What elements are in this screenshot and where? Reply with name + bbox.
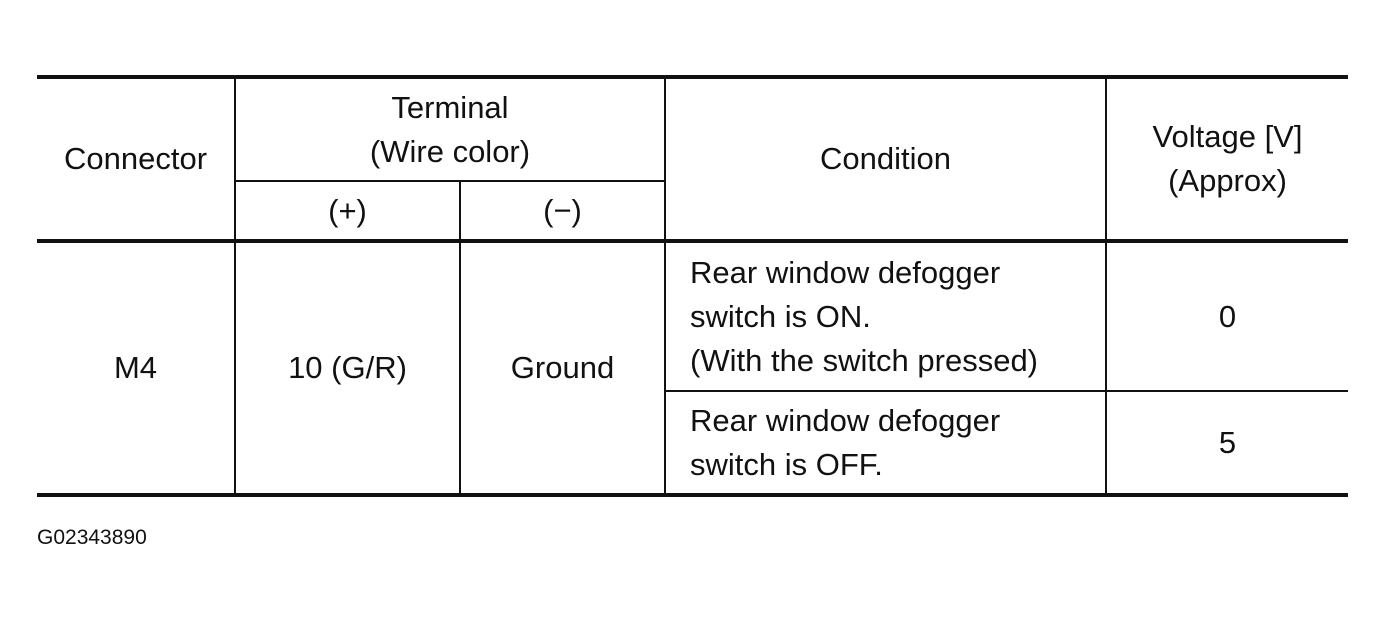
header-voltage-sublabel: (Approx) (1168, 163, 1287, 198)
table-row: M4 10 (G/R) Ground Rear window defogger … (37, 240, 1349, 497)
cell-voltage-off: 5 (1105, 390, 1349, 497)
figure-id: G02343890 (37, 526, 147, 549)
cell-condition-on: Rear window defogger switch is ON. (With… (664, 240, 1108, 392)
header-terminal-plus: (+) (235, 180, 461, 243)
cell-minus-terminal: Ground (458, 240, 667, 497)
condition-line: switch is ON. (690, 298, 871, 334)
connector-voltage-table: Connector Terminal (Wire color) Conditio… (37, 75, 1349, 497)
cell-condition-off: Rear window defogger switch is OFF. (665, 390, 1108, 497)
condition-line: Rear window defogger (690, 254, 1001, 290)
table-row: Rear window defogger switch is OFF. 5 (37, 390, 1349, 497)
header-condition: Condition (664, 75, 1108, 243)
cell-voltage-on: 0 (1105, 240, 1349, 392)
cell-connector: M4 (37, 240, 236, 497)
cell-plus-terminal: 10 (G/R) (234, 240, 461, 497)
header-connector: Connector (37, 75, 236, 243)
condition-line: (With the switch pressed) (690, 342, 1039, 378)
header-terminal-label: Terminal (391, 89, 509, 125)
header-terminal: Terminal (Wire color) (233, 75, 667, 182)
condition-line: switch is OFF. (690, 446, 883, 482)
header-terminal-minus: (−) (458, 180, 666, 243)
header-voltage-label: Voltage [V] (1152, 119, 1303, 154)
header-terminal-sublabel: (Wire color) (369, 133, 531, 169)
header-voltage: Voltage [V] (Approx) (1105, 75, 1349, 243)
condition-line: Rear window defogger (690, 402, 1001, 438)
